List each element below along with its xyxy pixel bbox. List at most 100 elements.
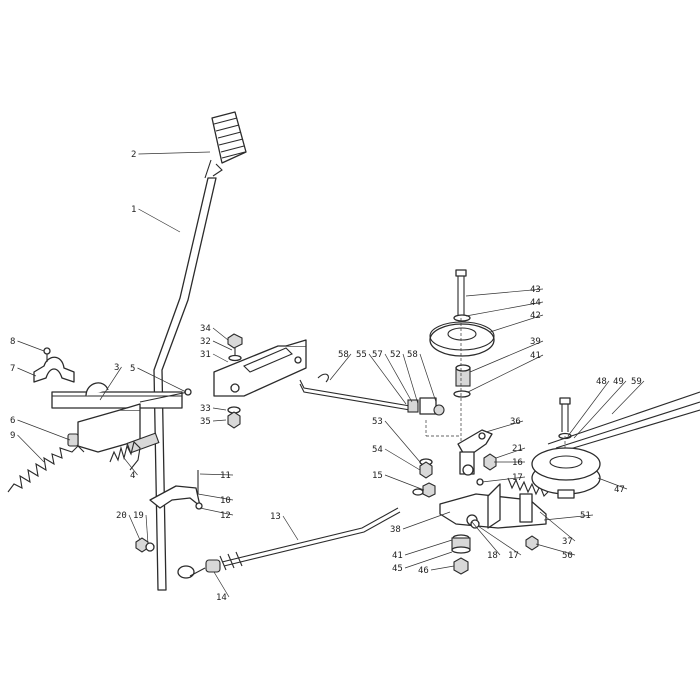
callout-leader (535, 543, 576, 556)
callout-44: 44 (465, 298, 544, 317)
callout-39: 39 (469, 337, 544, 373)
callout-50: 50 (535, 543, 576, 561)
callout-3: 3 (99, 363, 122, 401)
callout-leader (145, 514, 149, 545)
callout-label: 49 (613, 377, 624, 387)
callout-label: 9 (10, 431, 15, 441)
callout-label: 18 (487, 551, 498, 561)
callout-label: 57 (372, 350, 383, 360)
callout-label: 14 (216, 593, 227, 603)
pin-5 (139, 388, 192, 403)
callout-42: 42 (489, 311, 544, 333)
callout-label: 10 (220, 496, 231, 506)
bracket-10 (149, 470, 203, 510)
callout-label: 1 (131, 205, 136, 215)
arm-38 (439, 483, 547, 529)
callout-leader (402, 511, 451, 530)
callout-8: 8 (10, 337, 45, 352)
callout-label: 37 (562, 537, 573, 547)
callout-label: 8 (10, 337, 15, 347)
callout-label: 15 (372, 471, 383, 481)
callout-11: 11 (199, 471, 234, 481)
callout-48: 48 (567, 377, 610, 437)
callout-leader (539, 511, 576, 542)
washers-41-45-46 (451, 534, 471, 575)
callout-32: 32 (200, 337, 233, 351)
callout-label: 7 (10, 364, 15, 374)
callout-label: 50 (562, 551, 573, 561)
grip (211, 111, 247, 177)
spring-9 (7, 445, 85, 493)
spring-4 (109, 440, 141, 471)
rod-55 (299, 373, 445, 416)
callout-label: 4 (130, 471, 135, 481)
callout-leader (402, 353, 419, 405)
callout-14: 14 (213, 571, 230, 603)
callout-label: 35 (200, 417, 211, 427)
ball-joint-14 (177, 559, 221, 579)
callout-leader (485, 420, 524, 433)
callout-label: 31 (200, 350, 211, 360)
callout-31: 31 (200, 350, 229, 363)
callout-leader (197, 493, 234, 501)
callout-label: 41 (392, 551, 403, 561)
callout-57: 57 (372, 350, 413, 403)
callout-47: 47 (597, 477, 628, 495)
callout-leader (481, 476, 526, 483)
callout-label: 16 (512, 458, 523, 468)
callout-19: 19 (133, 511, 149, 545)
callout-leader (212, 353, 229, 363)
callout-label: 42 (530, 311, 541, 321)
callout-12: 12 (199, 507, 234, 521)
callout-label: 55 (356, 350, 367, 360)
callout-leader (128, 514, 141, 541)
callout-17: 17 (477, 525, 522, 561)
callout-leader (567, 380, 610, 437)
callout-13: 13 (270, 512, 299, 541)
callout-59: 59 (611, 377, 645, 415)
callout-leader (123, 457, 138, 476)
callout-leader (17, 434, 45, 463)
belt-59 (547, 391, 700, 453)
callout-label: 3 (114, 363, 119, 373)
callout-35: 35 (200, 417, 227, 427)
spacer-39 (453, 364, 471, 398)
callout-label: 12 (220, 511, 231, 521)
callout-leader (471, 521, 501, 556)
callout-16: 16 (494, 458, 525, 468)
callout-label: 43 (530, 285, 541, 295)
lever-handle (153, 159, 217, 591)
callout-label: 53 (372, 417, 383, 427)
callout-leader (465, 288, 544, 297)
callout-leader (465, 301, 544, 317)
callout-leader (17, 367, 37, 377)
callout-52: 52 (390, 350, 419, 405)
callout-leader (137, 367, 187, 393)
callout-leader (138, 151, 211, 155)
callout-label: 11 (220, 471, 231, 481)
callout-leader (495, 447, 526, 459)
callout-label: 44 (530, 298, 541, 308)
callout-34: 34 (200, 324, 229, 341)
callout-9: 9 (10, 431, 45, 463)
callout-leader (212, 327, 229, 341)
nuts-16-17-21 (470, 453, 497, 529)
callout-label: 2 (131, 150, 136, 160)
callout-leader (17, 419, 71, 441)
callout-5: 5 (130, 364, 187, 393)
callout-label: 33 (200, 404, 211, 414)
callout-20: 20 (116, 511, 141, 541)
callout-leader (213, 571, 230, 598)
callout-label: 5 (130, 364, 135, 374)
bracket-36 (457, 429, 493, 476)
callout-label: 47 (614, 485, 625, 495)
callout-label: 32 (200, 337, 211, 347)
callout-51: 51 (543, 511, 594, 521)
callout-37: 37 (539, 511, 576, 547)
callout-41: 41 (467, 351, 544, 393)
nuts-53-54-15 (412, 458, 436, 498)
callout-label: 17 (508, 551, 519, 561)
callout-leader (329, 353, 352, 381)
callout-label: 41 (530, 351, 541, 361)
